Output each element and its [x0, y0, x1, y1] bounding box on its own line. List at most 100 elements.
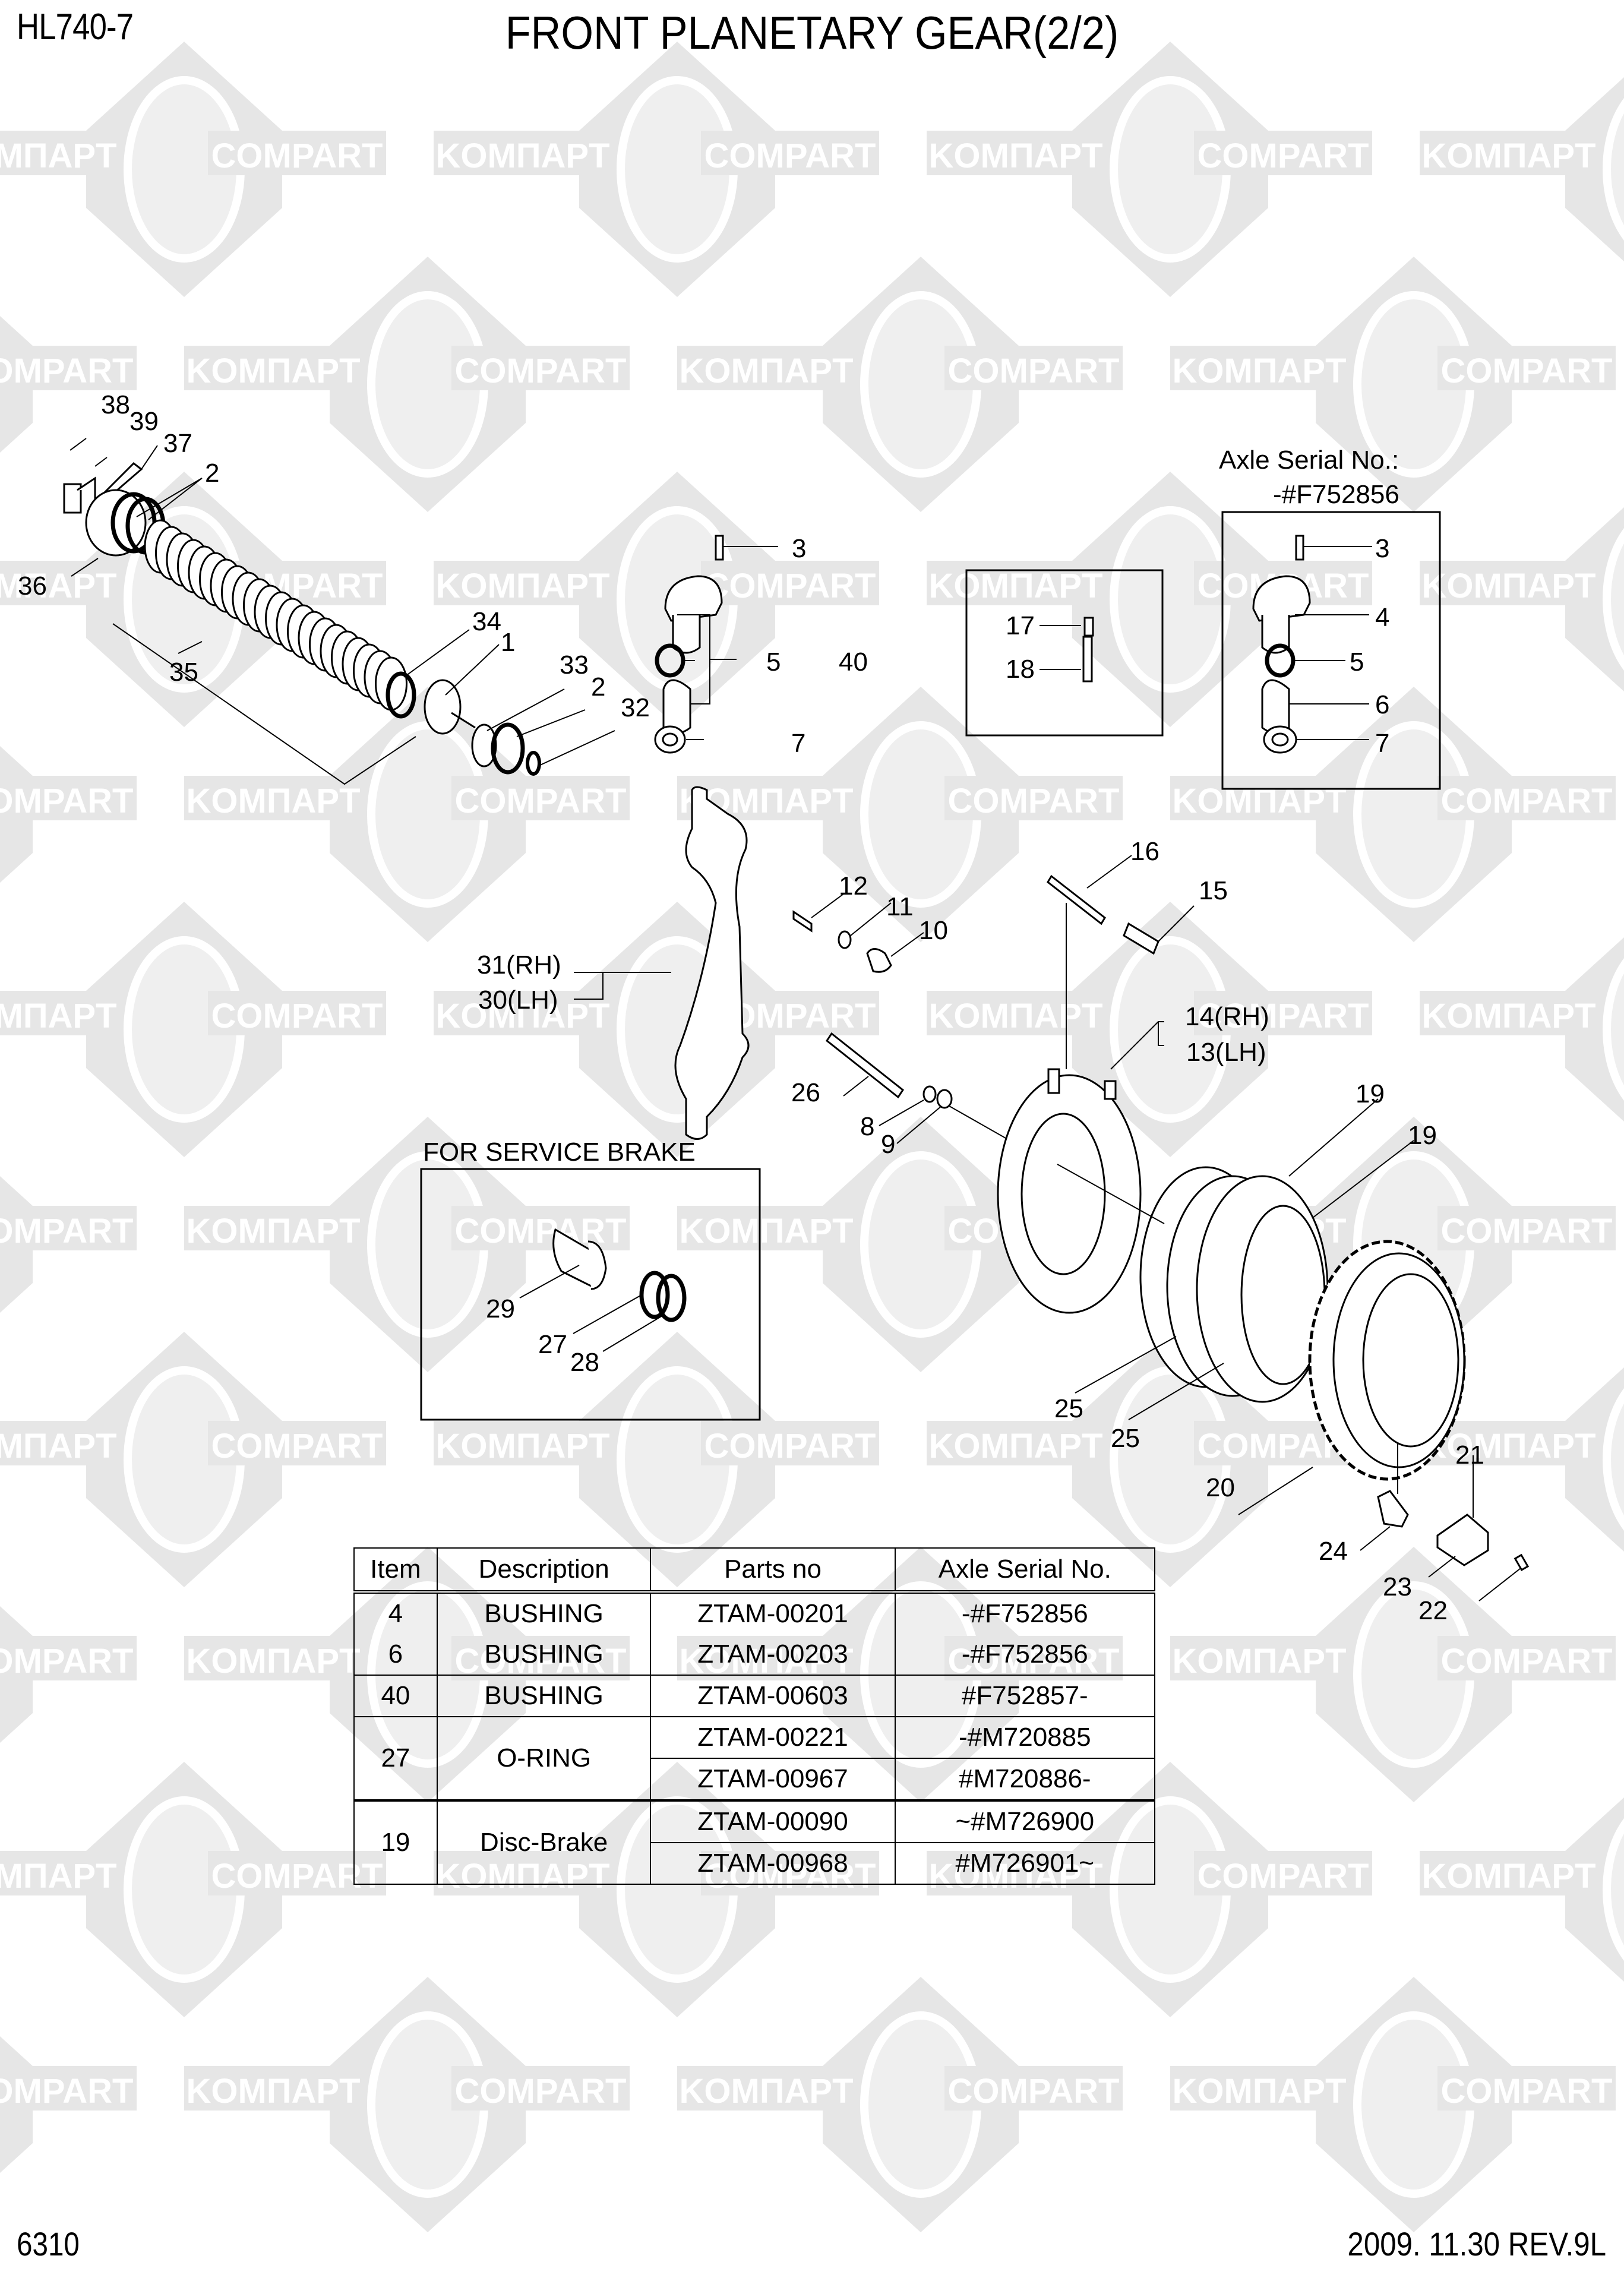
callout-8: 8: [860, 1112, 875, 1141]
callout-15: 15: [1199, 876, 1228, 905]
service-brake-box: [420, 1168, 761, 1421]
table-row: 6 BUSHING ZTAM-00203 -#F752856: [353, 1634, 1156, 1676]
callout-33: 33: [560, 650, 589, 680]
callout-38: 38: [101, 390, 130, 419]
cell-parts-no: ZTAM-00221: [650, 1716, 896, 1759]
column-header-axle-serial: Axle Serial No.: [894, 1547, 1156, 1594]
callout-7b: 7: [1375, 729, 1390, 758]
callout-35: 35: [169, 658, 198, 687]
cell-item: 6: [353, 1634, 438, 1676]
cell-axle-serial: -#F752856: [894, 1634, 1156, 1676]
callout-9: 9: [881, 1130, 896, 1159]
cell-item: 19: [353, 1799, 438, 1885]
table-header-row: Item Description Parts no Axle Serial No…: [353, 1547, 1156, 1594]
bushing-stack-40: [654, 535, 778, 754]
piston-plate-part: [997, 1068, 1142, 1314]
cell-parts-no: ZTAM-00090: [650, 1799, 896, 1843]
column-header-description: Description: [436, 1547, 652, 1594]
cell-item: 27: [353, 1716, 438, 1801]
callout-3b: 3: [1375, 534, 1390, 563]
callout-40: 40: [839, 647, 868, 677]
grease-nipple-box: [965, 569, 1164, 737]
callout-21: 21: [1455, 1440, 1484, 1470]
table-row: ZTAM-00967 #M720886-: [354, 1758, 1156, 1801]
callout-5b: 5: [1350, 647, 1364, 677]
knuckle-arm-part: [574, 786, 750, 1140]
callout-37: 37: [163, 429, 192, 458]
cell-axle-serial: -#M720885: [894, 1716, 1156, 1759]
cell-axle-serial: ~#M726900: [894, 1799, 1156, 1843]
cell-axle-serial: #F752857-: [894, 1675, 1156, 1717]
cell-item: 4: [353, 1591, 438, 1634]
callout-14-rh: 14(RH): [1185, 1002, 1269, 1031]
table-row: ZTAM-00968 #M726901~: [354, 1842, 1156, 1885]
cell-parts-no: ZTAM-00967: [650, 1758, 896, 1801]
table-row: 4 BUSHING ZTAM-00201 -#F752856: [353, 1591, 1156, 1634]
cell-parts-no: ZTAM-00201: [650, 1591, 896, 1634]
page-number: 6310: [17, 2225, 80, 2263]
axle-serial-box: [1221, 511, 1441, 790]
callout-5: 5: [766, 647, 781, 677]
pin-ring-bush-parts: [792, 893, 924, 973]
cell-axle-serial: -#F752856: [894, 1591, 1156, 1634]
callout-20: 20: [1206, 1473, 1235, 1502]
service-brake-piston: [519, 1228, 687, 1352]
cell-description: BUSHING: [436, 1675, 652, 1717]
revision-date: 2009. 11.30 REV.9L: [1347, 2225, 1606, 2263]
callout-10: 10: [919, 916, 948, 945]
cell-description: Disc-Brake: [436, 1799, 652, 1885]
callout-25a: 25: [1054, 1394, 1083, 1423]
callout-31-rh: 31(RH): [477, 950, 561, 980]
spring-assembly-part: [63, 438, 615, 785]
cell-item: 40: [353, 1675, 438, 1717]
column-header-parts-no: Parts no: [650, 1547, 896, 1594]
column-header-item: Item: [353, 1547, 438, 1594]
callout-2b: 2: [591, 672, 606, 702]
callout-39: 39: [129, 407, 159, 436]
parts-table: Item Description Parts no Axle Serial No…: [353, 1547, 1156, 1885]
disc-brake-pack: [1057, 1098, 1414, 1420]
callout-25b: 25: [1111, 1424, 1140, 1453]
callout-3: 3: [792, 534, 807, 563]
callout-17: 17: [1006, 611, 1035, 640]
cell-axle-serial: #M726901~: [894, 1842, 1156, 1885]
cell-description: O-RING: [436, 1716, 652, 1801]
cell-parts-no: ZTAM-00968: [650, 1842, 896, 1885]
table-row: 27 O-RING ZTAM-00221 -#M720885: [353, 1716, 1156, 1801]
table-row: 19 Disc-Brake ZTAM-00090 ~#M726900: [353, 1799, 1156, 1885]
callout-18: 18: [1006, 655, 1035, 684]
callout-24: 24: [1319, 1537, 1348, 1566]
axle-serial-label: Axle Serial No.:: [1219, 446, 1399, 475]
model-number: HL740-7: [17, 7, 134, 48]
callout-16: 16: [1130, 837, 1159, 866]
callout-23: 23: [1383, 1572, 1412, 1601]
callout-28: 28: [570, 1348, 599, 1377]
callout-2: 2: [205, 459, 220, 488]
cell-description: BUSHING: [436, 1634, 652, 1676]
cell-axle-serial: #M720886-: [894, 1758, 1156, 1801]
callout-4: 4: [1375, 603, 1390, 632]
callout-1: 1: [501, 628, 516, 657]
callout-29: 29: [486, 1294, 515, 1323]
grease-nipple-part: [1040, 617, 1094, 683]
sensor-parts: [1360, 1443, 1530, 1601]
cell-parts-no: ZTAM-00603: [650, 1675, 896, 1717]
table-row: 40 BUSHING ZTAM-00603 #F752857-: [353, 1675, 1156, 1717]
service-brake-label: FOR SERVICE BRAKE: [423, 1138, 696, 1167]
ring-gear-part: [1238, 1240, 1466, 1515]
callout-19a: 19: [1356, 1079, 1385, 1108]
callout-13-lh: 13(LH): [1186, 1038, 1266, 1067]
callout-22: 22: [1418, 1596, 1448, 1625]
cell-parts-no: ZTAM-00203: [650, 1634, 896, 1676]
callout-36: 36: [18, 571, 47, 601]
callout-30-lh: 30(LH): [478, 985, 558, 1015]
bushing-stack-4-6: [1252, 535, 1372, 754]
cell-description: BUSHING: [436, 1591, 652, 1634]
callout-7: 7: [791, 729, 806, 758]
callout-6: 6: [1375, 690, 1390, 719]
callout-27: 27: [538, 1330, 567, 1359]
bolt-stud-parts: [825, 855, 1195, 1144]
callout-34: 34: [472, 607, 501, 636]
axle-serial-value: -#F752856: [1273, 480, 1399, 509]
